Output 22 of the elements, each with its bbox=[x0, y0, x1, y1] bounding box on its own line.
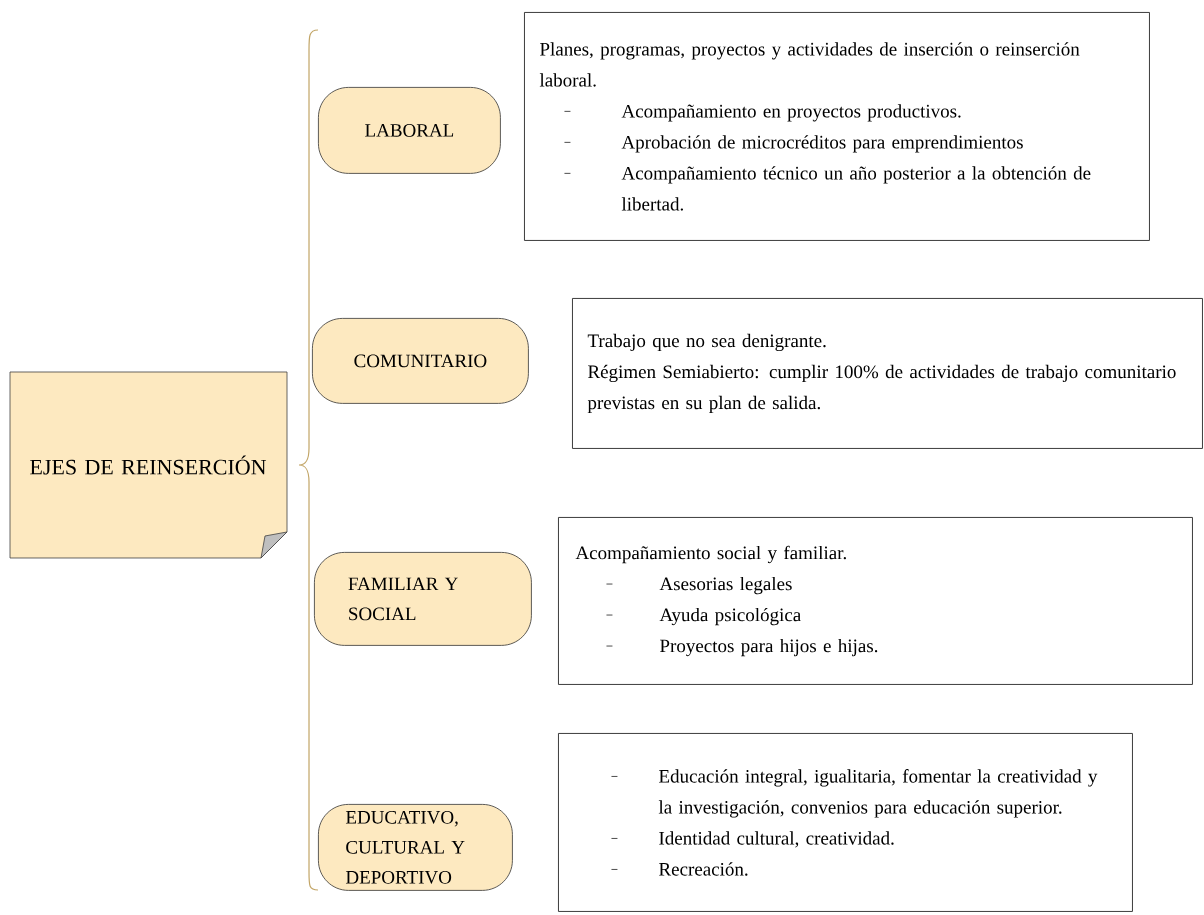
list-item: Identidad cultural, creatividad. bbox=[611, 831, 894, 848]
rounded-box: COMUNITARIO bbox=[312, 318, 529, 404]
paragraph-text: Régimen Semiabierto: cumplir 100% de actividades de trabajo comunitario previstas en su plan de salida. bbox=[587, 364, 1176, 414]
rounded-box: FAMILIAR Y SOCIAL bbox=[314, 552, 532, 646]
list-item: Ayuda psicológica bbox=[606, 607, 801, 626]
list-item: Recreación. bbox=[611, 862, 748, 876]
rounded-box: LABORAL bbox=[318, 87, 501, 174]
text-box bbox=[572, 298, 1203, 449]
text-box bbox=[524, 12, 1150, 241]
list-item: Acompañamiento en proyectos productivos. bbox=[564, 104, 961, 122]
list-item: Proyectos para hijos e hijas. bbox=[606, 638, 878, 657]
paragraph-text: Trabajo que no sea denigrante. bbox=[587, 333, 826, 352]
list-item: Educación integral, igualitaria, fomentar la creatividad y la investigación, convenios para educación superior. bbox=[611, 769, 1098, 818]
note-box: EJES DE REINSERCIÓN bbox=[9, 371, 288, 559]
list-item: Asesorias legales bbox=[606, 576, 792, 595]
paragraph-text: Acompañamiento social y familiar. bbox=[575, 545, 846, 564]
text-box bbox=[558, 517, 1193, 685]
list-item: Aprobación de microcréditos para emprendimientos bbox=[564, 135, 1023, 153]
text-box bbox=[558, 733, 1133, 912]
paragraph-text: Planes, programas, proyectos y actividades de inserción o reinserción laboral. bbox=[539, 42, 1080, 87]
list-item: Acompañamiento técnico un año posterior a la obtención de libertad. bbox=[564, 166, 1091, 211]
rounded-box: EDUCATIVO, CULTURAL Y DEPORTIVO bbox=[318, 804, 513, 891]
